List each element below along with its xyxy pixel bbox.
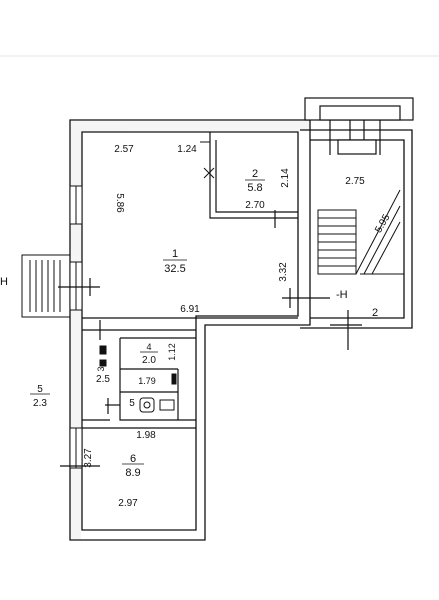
room-6-area: 8.9 <box>125 467 140 479</box>
dim-2-97: 2.97 <box>118 498 138 509</box>
room-3-area: 2.5 <box>96 374 110 385</box>
entrance-mark-left: H <box>0 276 8 288</box>
interior-walls <box>82 132 298 429</box>
dim-2-57: 2.57 <box>114 144 134 155</box>
dim-3-27: 3.27 <box>83 448 94 468</box>
stair-treads <box>317 189 404 275</box>
room-5-number: 5 <box>129 398 135 409</box>
dim-6-91: 6.91 <box>180 304 200 315</box>
stair-bottom-ticks <box>330 310 362 350</box>
room-labels: 1 32.5 2 5.8 4 2.0 3 2.5 5 6 8.9 5 2.3 <box>30 168 265 479</box>
room-1-area: 32.5 <box>164 263 185 275</box>
left-porch <box>21 254 71 318</box>
room-2-number: 2 <box>252 168 258 180</box>
stair-top-balcony <box>304 97 414 155</box>
room-5-outside-area: 2.3 <box>33 398 47 409</box>
room-4-area: 2.0 <box>142 355 156 366</box>
room-2-area: 5.8 <box>247 182 262 194</box>
dim-2-14: 2.14 <box>280 168 291 188</box>
stair-number: 2 <box>372 307 378 319</box>
cut-marks <box>58 210 330 467</box>
room-4-number: 4 <box>146 342 151 352</box>
dim-5-86: 5.86 <box>114 193 125 213</box>
room-6-number: 6 <box>130 453 136 465</box>
sink-icon <box>159 399 175 411</box>
dim-1-12: 1.12 <box>167 343 177 361</box>
dim-1-79: 1.79 <box>138 376 156 386</box>
room-3-number: 3 <box>96 366 106 371</box>
door-swing <box>200 141 215 179</box>
dim-2-75: 2.75 <box>345 176 365 187</box>
dim-2-70: 2.70 <box>245 200 265 211</box>
dim-1-98: 1.98 <box>136 430 156 441</box>
wall-shading <box>71 121 309 539</box>
room-1-number: 1 <box>172 248 178 260</box>
stair-level-mark: -H <box>336 289 348 301</box>
bath-marker <box>171 373 177 385</box>
plan-marks: H -H 2 <box>0 276 378 319</box>
room-5-outside-number: 5 <box>37 384 43 395</box>
dim-1-24: 1.24 <box>177 144 197 155</box>
dim-3-32: 3.32 <box>278 262 289 282</box>
bath-fixtures <box>99 345 177 413</box>
